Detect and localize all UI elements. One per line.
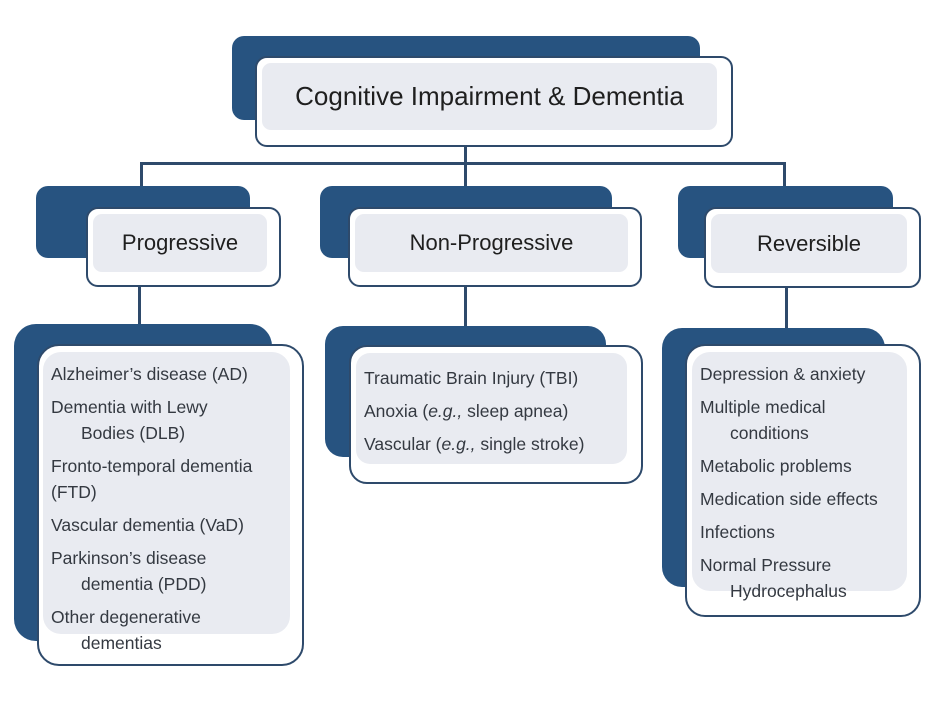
list-item: Fronto-temporal dementia(FTD) — [51, 456, 253, 502]
list-progressive-node: Alzheimer’s disease (AD) Dementia with Le… — [37, 344, 304, 666]
connector-horizontal-bar — [140, 162, 786, 165]
list-item: Infections — [700, 522, 775, 542]
branch-reversible-panel: Reversible — [711, 214, 907, 273]
list-progressive-items: Alzheimer’s disease (AD) Dementia with Le… — [43, 352, 290, 653]
list-item: Vascular dementia (VaD) — [51, 515, 244, 535]
branch-reversible-node: Reversible — [704, 207, 921, 288]
list-item: Medication side effects — [700, 489, 878, 509]
diagram-title: Cognitive Impairment & Dementia — [295, 81, 684, 111]
list-nonprogressive-items: Traumatic Brain Injury (TBI) Anoxia (e.g.… — [356, 353, 627, 464]
connector-progressive-stub — [140, 162, 143, 188]
branch-reversible-label: Reversible — [757, 230, 861, 256]
branch-nonprogressive-node: Non-Progressive — [348, 207, 642, 287]
list-item: Metabolic problems — [700, 456, 852, 476]
connector-reversible-stub — [783, 162, 786, 188]
branch-progressive-label: Progressive — [121, 230, 239, 255]
branch-progressive-node: Progressive — [86, 207, 281, 287]
branch-nonprogressive-label: Non-Progressive — [409, 230, 574, 255]
list-item: Traumatic Brain Injury (TBI) — [364, 368, 579, 388]
root-node: Cognitive Impairment & Dementia — [255, 56, 733, 147]
list-item: Alzheimer’s disease (AD) — [51, 364, 248, 384]
connector-nonprogressive-to-list — [464, 280, 467, 328]
branch-progressive-panel: Progressive — [93, 214, 267, 272]
list-nonprogressive-node: Traumatic Brain Injury (TBI) Anoxia (e.g.… — [349, 345, 643, 484]
connector-reversible-to-list — [785, 281, 788, 330]
connector-progressive-to-list — [138, 280, 141, 326]
root-node-panel: Cognitive Impairment & Dementia — [262, 63, 717, 130]
list-item: Vascular (e.g., single stroke) — [364, 434, 585, 454]
branch-nonprogressive-panel: Non-Progressive — [355, 214, 628, 272]
list-item: Anoxia (e.g., sleep apnea) — [364, 401, 569, 421]
connector-root-vertical — [464, 143, 467, 188]
list-item: Depression & anxiety — [700, 364, 866, 384]
